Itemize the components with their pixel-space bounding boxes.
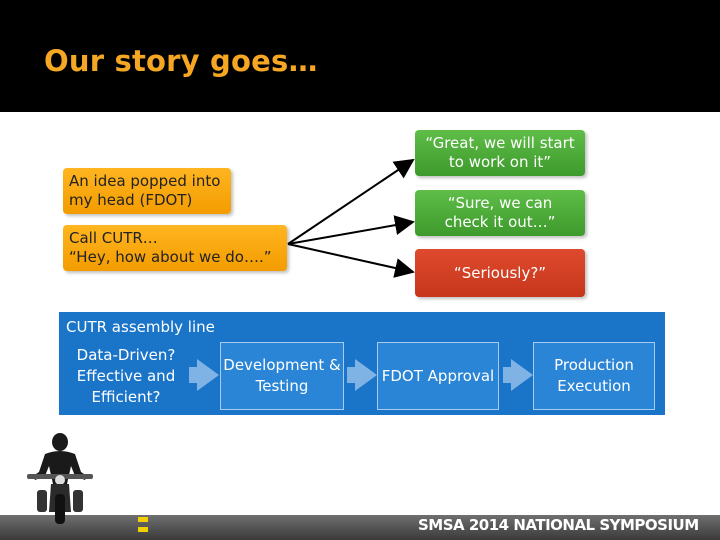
motorcycle-icon [27,433,93,524]
step-production: Production Execution [533,342,655,410]
sure-response-text: “Sure, we can check it out…” [444,194,556,231]
call-cutr-line2: “Hey, how about we do….” [69,248,272,266]
assembly-line-panel: CUTR assembly line Data-Driven? Effectiv… [59,312,665,415]
seriously-response-box: “Seriously?” [415,249,585,297]
step-label: Data-Driven? Effective and Efficient? [76,345,176,406]
footer-text: SMSA 2014 NATIONAL SYMPOSIUM [418,516,699,534]
step-label: Development & Testing [223,356,341,395]
step-label: Production Execution [554,356,634,395]
idea-box: An idea popped into my head (FDOT) [63,168,231,214]
road-strip [0,515,720,540]
step-development: Development & Testing [220,342,344,410]
header-bar: Our story goes… [0,0,720,112]
arrow-icon [287,158,415,278]
great-response-text: “Great, we will start to work on it” [425,134,575,171]
great-response-box: “Great, we will start to work on it” [415,130,585,176]
step-data-driven: Data-Driven? Effective and Efficient? [67,345,185,407]
call-cutr-line1: Call CUTR… [69,229,158,247]
page-title: Our story goes… [44,44,318,78]
road-marking [138,527,148,532]
idea-text: An idea popped into my head (FDOT) [69,172,221,209]
seriously-response-text: “Seriously?” [453,264,547,282]
assembly-line-title: CUTR assembly line [66,318,215,336]
step-label: FDOT Approval [381,366,495,385]
road-marking [138,517,148,522]
call-cutr-box: Call CUTR… “Hey, how about we do….” [63,225,287,271]
step-fdot-approval: FDOT Approval [377,342,499,410]
sure-response-box: “Sure, we can check it out…” [415,190,585,236]
